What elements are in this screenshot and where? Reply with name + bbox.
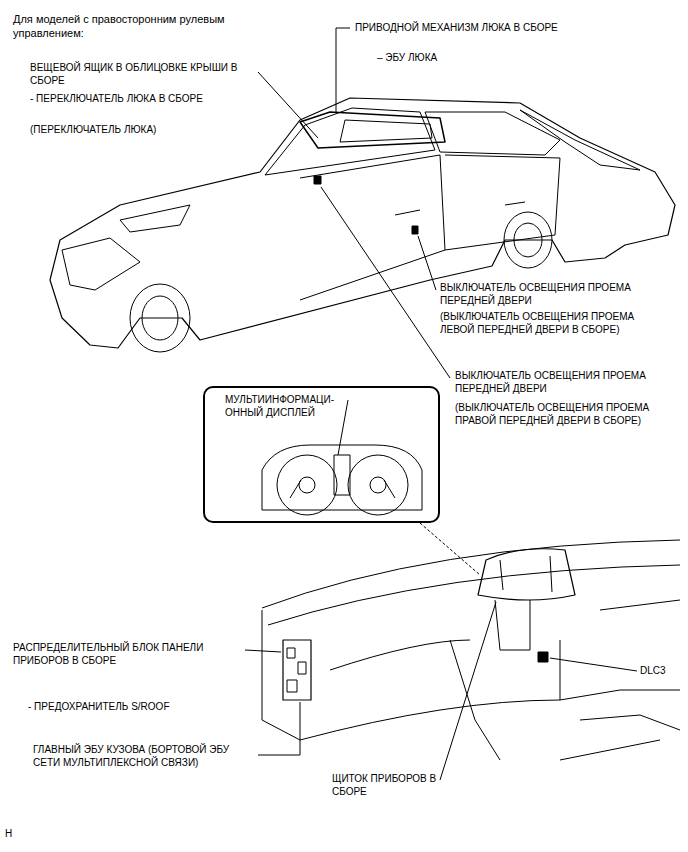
part-label: ЩИТОК ПРИБОРОВ В СБОРЕ — [332, 773, 437, 799]
part-label: (ПЕРЕКЛЮЧАТЕЛЬ ЛЮКА) — [30, 124, 210, 137]
part-label: – ЭБУ ЛЮКА — [377, 52, 497, 65]
connector-label: DLC3 — [640, 665, 680, 678]
part-label: ВЕЩЕВОЙ ЯЩИК В ОБЛИЦОВКЕ КРЫШИ В СБОРЕ — [30, 62, 252, 88]
part-label: (ВЫКЛЮЧАТЕЛЬ ОСВЕЩЕНИЯ ПРОЕМА ЛЕВОЙ ПЕРЕ… — [440, 311, 662, 337]
part-label: ВЫКЛЮЧАТЕЛЬ ОСВЕЩЕНИЯ ПРОЕМА ПЕРЕДНЕЙ ДВ… — [440, 282, 655, 308]
inset-label: МУЛЬТИИНФОРМАЦИ- ОННЫЙ ДИСПЛЕЙ — [225, 394, 353, 420]
part-label: ПРИВОДНОЙ МЕХАНИЗМ ЛЮКА В СБОРЕ — [355, 22, 585, 35]
part-label: РАСПРЕДЕЛИТЕЛЬНЫЙ БЛОК ПАНЕЛИ ПРИБОРОВ В… — [13, 642, 241, 668]
figure-code: H — [5, 828, 25, 841]
part-label: ВЫКЛЮЧАТЕЛЬ ОСВЕЩЕНИЯ ПРОЕМА ПЕРЕДНЕЙ ДВ… — [455, 370, 670, 396]
part-label: (ВЫКЛЮЧАТЕЛЬ ОСВЕЩЕНИЯ ПРОЕМА ПРАВОЙ ПЕР… — [455, 402, 677, 428]
part-label: - ПЕРЕКЛЮЧАТЕЛЬ ЛЮКА В СБОРЕ — [30, 93, 260, 106]
inset-box: МУЛЬТИИНФОРМАЦИ- ОННЫЙ ДИСПЛЕЙ — [203, 386, 440, 523]
page-title: Для моделей с правосторонним рулевым упр… — [13, 12, 283, 40]
part-label: ГЛАВНЫЙ ЭБУ КУЗОВА (БОРТОВОЙ ЭБУ СЕТИ МУ… — [33, 744, 233, 770]
part-label: - ПРЕДОХРАНИТЕЛЬ S/ROOF — [28, 701, 228, 714]
